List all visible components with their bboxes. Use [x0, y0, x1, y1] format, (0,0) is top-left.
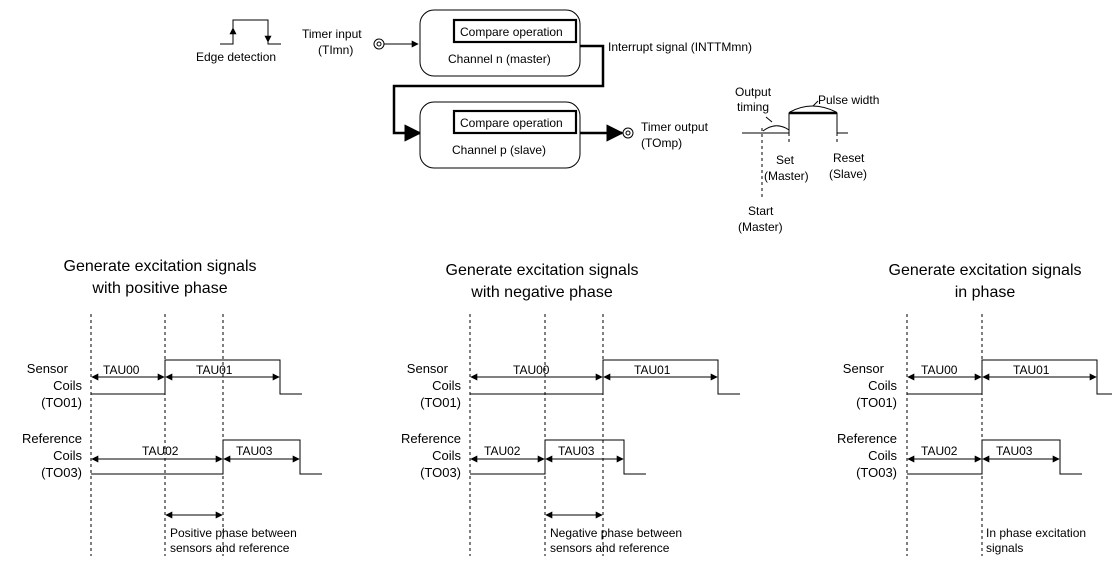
- sensor-label-3: (TO01): [41, 395, 82, 410]
- panel-in-phase: Generate excitation signals in phase Sen…: [837, 262, 1112, 556]
- tau02-label: TAU02: [484, 444, 521, 458]
- start-label: Start: [748, 204, 774, 218]
- sensor-label-3: (TO01): [856, 395, 897, 410]
- ref-label-1: Reference: [22, 431, 82, 446]
- ref-label-2: Coils: [868, 448, 897, 463]
- channel-slave-label: Channel p (slave): [452, 143, 546, 157]
- panel-title-line-2: with positive phase: [91, 280, 227, 297]
- edge-detection-symbol: [220, 19, 281, 45]
- tau00-label: TAU00: [513, 363, 550, 377]
- ref-label-1: Reference: [401, 431, 461, 446]
- timer-input-code: (TImn): [318, 43, 353, 57]
- ref-label-2: Coils: [432, 448, 461, 463]
- tau03-label: TAU03: [236, 444, 273, 458]
- panel-title-line-2: in phase: [955, 284, 1016, 301]
- sensor-label-2: Coils: [432, 378, 461, 393]
- ref-label-2: Coils: [53, 448, 82, 463]
- channel-master-label: Channel n (master): [448, 52, 551, 66]
- sensor-waveform: [91, 359, 302, 395]
- sensor-waveform: [470, 359, 740, 395]
- timer-output-terminal: [622, 127, 634, 139]
- phase-note-1: Positive phase between: [170, 526, 297, 540]
- compare-operation-label: Compare operation: [460, 25, 563, 39]
- sensor-label-2: Coils: [53, 378, 82, 393]
- set-label: Set: [776, 153, 795, 167]
- timer-input-terminal: [373, 38, 385, 50]
- interrupt-signal-label: Interrupt signal (INTTMmn): [608, 40, 752, 54]
- panel-title-line-2: with negative phase: [470, 284, 613, 301]
- ref-label-3: (TO03): [41, 465, 82, 480]
- phase-note-2: signals: [986, 541, 1023, 555]
- panel-title-line-1: Generate excitation signals: [64, 258, 257, 275]
- panel-negative-phase: Generate excitation signals with negativ…: [401, 262, 740, 556]
- timer-output-label: Timer output: [641, 120, 709, 134]
- sensor-label-1: Sensor: [407, 361, 449, 376]
- panel-positive-phase: Generate excitation signals with positiv…: [22, 258, 322, 556]
- sensor-waveform: [907, 359, 1112, 395]
- channel-slave-block: Compare operation Channel p (slave): [419, 101, 581, 169]
- output-timing-label-2: timing: [737, 100, 769, 114]
- sensor-label-1: Sensor: [27, 361, 69, 376]
- phase-note-1: In phase excitation: [986, 526, 1086, 540]
- interrupt-path: [392, 44, 605, 142]
- pulse-width-label: Pulse width: [818, 93, 879, 107]
- phase-note-1: Negative phase between: [550, 526, 682, 540]
- set-master-label: (Master): [764, 169, 809, 183]
- sensor-label-3: (TO01): [420, 395, 461, 410]
- ref-label-1: Reference: [837, 431, 897, 446]
- tau03-label: TAU03: [996, 444, 1033, 458]
- reference-waveform: [91, 439, 322, 475]
- sensor-label-1: Sensor: [843, 361, 885, 376]
- sensor-label-2: Coils: [868, 378, 897, 393]
- ref-label-3: (TO03): [420, 465, 461, 480]
- pulse-timing-sketch: [742, 100, 848, 200]
- tau02-label: TAU02: [921, 444, 958, 458]
- reset-label: Reset: [833, 151, 865, 165]
- compare-operation-label-2: Compare operation: [460, 116, 563, 130]
- phase-note-2: sensors and reference: [170, 541, 290, 555]
- ref-label-3: (TO03): [856, 465, 897, 480]
- channel-master-block: Compare operation Channel n (master): [419, 9, 581, 77]
- reference-waveform: [470, 439, 646, 475]
- tau01-label: TAU01: [196, 363, 233, 377]
- edge-detection-label: Edge detection: [196, 50, 276, 64]
- timer-output-code: (TOmp): [641, 136, 682, 150]
- tau00-label: TAU00: [921, 363, 958, 377]
- tau01-label: TAU01: [1013, 363, 1050, 377]
- phase-note-2: sensors and reference: [550, 541, 670, 555]
- tau01-label: TAU01: [634, 363, 671, 377]
- reset-slave-label: (Slave): [829, 167, 867, 181]
- panel-title-line-1: Generate excitation signals: [889, 262, 1082, 279]
- tau03-label: TAU03: [558, 444, 595, 458]
- panel-title-line-1: Generate excitation signals: [446, 262, 639, 279]
- output-timing-label-1: Output: [735, 85, 772, 99]
- timer-input-label: Timer input: [302, 27, 362, 41]
- tau00-label: TAU00: [103, 363, 140, 377]
- reference-waveform: [907, 439, 1082, 475]
- tau02-label: TAU02: [142, 444, 179, 458]
- start-master-label: (Master): [738, 220, 783, 234]
